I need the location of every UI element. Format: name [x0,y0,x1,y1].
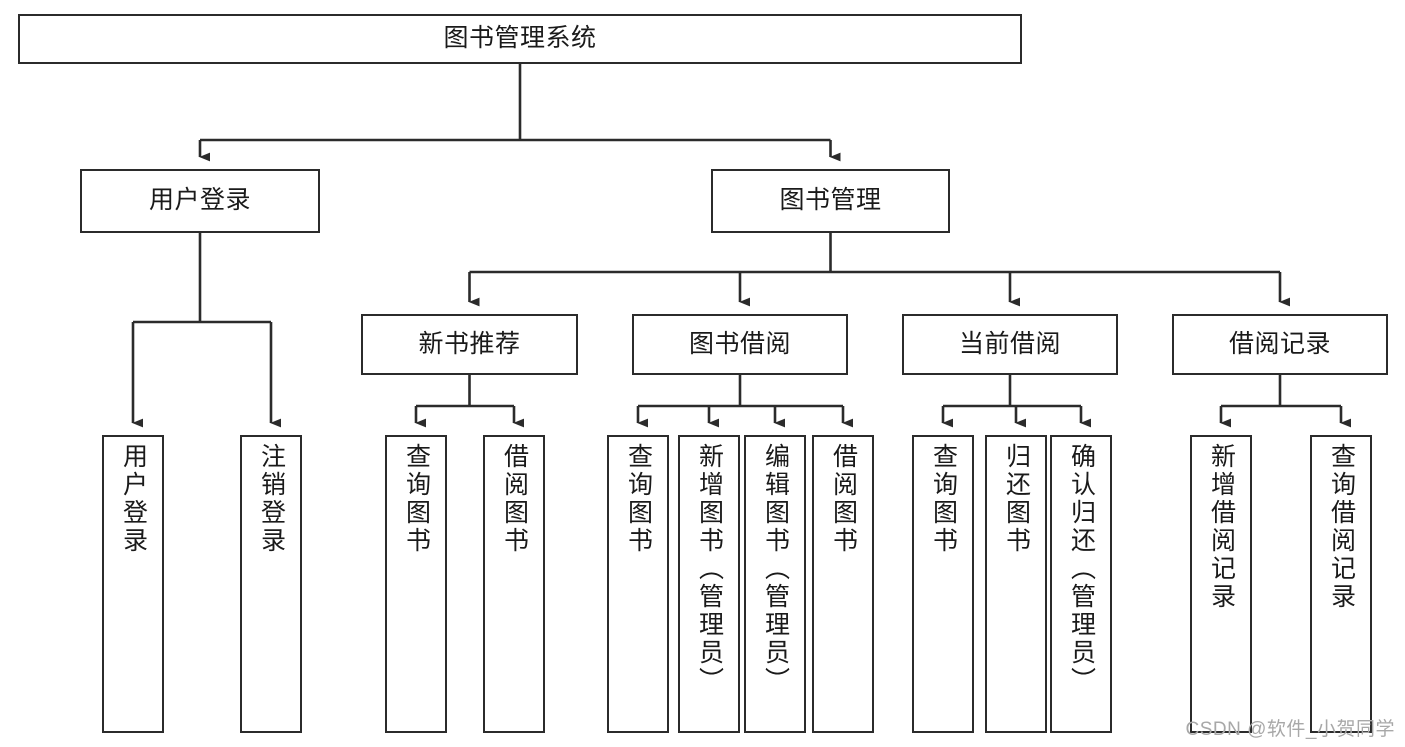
node-label: 归还图书 [1002,443,1031,555]
node-label: 查询图书 [929,443,958,555]
node-new-book-recommend[interactable]: 新书推荐 [361,314,578,375]
node-label: 图书借阅 [688,329,791,358]
node-leaf-query-book-3[interactable]: 查询图书 [912,435,974,733]
node-root-system[interactable]: 图书管理系统 [18,14,1022,64]
node-current-borrow[interactable]: 当前借阅 [902,314,1118,375]
node-leaf-confirm-return[interactable]: 确认归还（管理员） [1050,435,1112,733]
node-leaf-query-book-2[interactable]: 查询图书 [607,435,669,733]
node-leaf-edit-book[interactable]: 编辑图书（管理员） [744,435,806,733]
node-leaf-add-book[interactable]: 新增图书（管理员） [678,435,740,733]
node-leaf-query-record[interactable]: 查询借阅记录 [1310,435,1372,733]
node-label: 借阅图书 [829,443,858,555]
node-label: 新增图书（管理员） [695,443,724,695]
node-book-manage[interactable]: 图书管理 [711,169,950,233]
node-label: 当前借阅 [958,329,1061,358]
node-label: 借阅图书 [500,443,529,555]
node-leaf-return-book[interactable]: 归还图书 [985,435,1047,733]
node-label: 新书推荐 [418,329,521,358]
node-label: 图书管理系统 [443,24,597,53]
node-user-login[interactable]: 用户登录 [80,169,320,233]
node-label: 图书管理 [779,186,882,215]
node-label: 新增借阅记录 [1207,443,1236,611]
node-leaf-borrow-book-2[interactable]: 借阅图书 [812,435,874,733]
node-leaf-borrow-book-1[interactable]: 借阅图书 [483,435,545,733]
node-leaf-add-record[interactable]: 新增借阅记录 [1190,435,1252,733]
node-leaf-query-book-1[interactable]: 查询图书 [385,435,447,733]
node-label: 用户登录 [148,186,251,215]
node-label: 查询借阅记录 [1327,443,1356,611]
node-borrow-record[interactable]: 借阅记录 [1172,314,1388,375]
node-book-borrow[interactable]: 图书借阅 [632,314,848,375]
node-label: 借阅记录 [1228,329,1331,358]
node-label: 查询图书 [624,443,653,555]
node-label: 查询图书 [402,443,431,555]
node-label: 编辑图书（管理员） [761,443,790,695]
node-label: 确认归还（管理员） [1067,443,1096,695]
node-leaf-user-login[interactable]: 用户登录 [102,435,164,733]
node-leaf-user-logout[interactable]: 注销登录 [240,435,302,733]
node-label: 用户登录 [119,443,148,555]
node-label: 注销登录 [257,443,286,555]
watermark-text: CSDN @软件_小贺同学 [1185,719,1395,740]
